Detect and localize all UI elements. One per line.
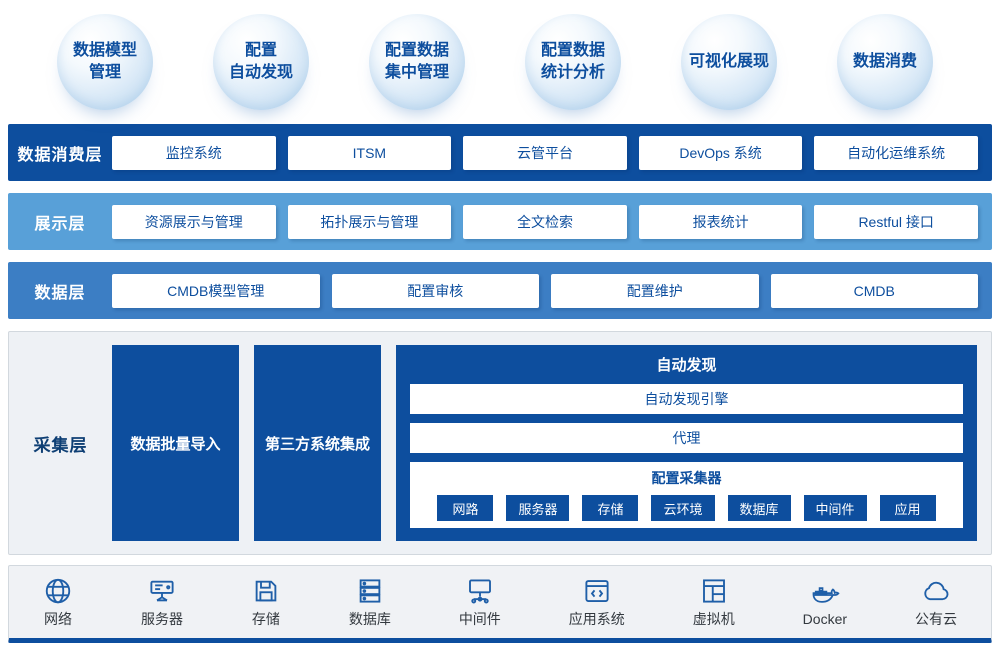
display-items: 资源展示与管理 拓扑展示与管理 全文检索 报表统计 Restful 接口 (112, 204, 992, 239)
infra-label: 服务器 (140, 610, 183, 627)
infra-item-vm: 虚拟机 (693, 576, 735, 629)
item-fulltext-search: 全文检索 (463, 204, 627, 239)
layer-label-consumption: 数据消费层 (17, 146, 103, 164)
infra-label: 数据库 (348, 610, 391, 627)
infra-item-middleware: 中间件 (459, 576, 501, 629)
auto-discovery-engine-bar: 自动发现引擎 (410, 384, 963, 414)
bubble-label: 数据消费 (852, 53, 917, 71)
infra-label: 虚拟机 (692, 610, 735, 627)
bubble-config-data-statistics: 配置数据 统计分析 (525, 14, 621, 110)
collector-network: 网路 (437, 495, 494, 521)
layer-data: 数据层 CMDB模型管理 配置审核 配置维护 CMDB (8, 262, 992, 319)
auto-discovery-title: 自动发现 (656, 357, 717, 374)
layer-display: 展示层 资源展示与管理 拓扑展示与管理 全文检索 报表统计 Restful 接口 (8, 193, 992, 250)
collector-middleware: 中间件 (803, 495, 867, 521)
bubble-label: 可视化展现 (688, 53, 769, 71)
item-monitoring-system: 监控系统 (112, 135, 276, 170)
collector-database: 数据库 (727, 495, 791, 521)
storage-icon (251, 576, 281, 606)
item-resource-display-management: 资源展示与管理 (112, 204, 276, 239)
infra-item-public-cloud: 公有云 (915, 576, 957, 629)
consumption-items: 监控系统 ITSM 云管平台 DevOps 系统 自动化运维系统 (112, 135, 992, 170)
auto-discovery-panel: 自动发现 自动发现引擎 代理 配置采集器 网路 服务器 存储 云环境 数据库 中… (396, 345, 977, 541)
infra-item-docker: Docker (803, 578, 847, 627)
item-topology-display-management: 拓扑展示与管理 (287, 204, 452, 239)
item-cmdb-model-management: CMDB模型管理 (112, 273, 320, 308)
collector-storage: 存储 (582, 495, 639, 521)
collector-server: 服务器 (506, 495, 570, 521)
bubble-config-data-central-management: 配置数据 集中管理 (369, 14, 465, 110)
infra-label: 应用系统 (568, 610, 625, 627)
bubble-label: 自动发现 (228, 64, 293, 81)
docker-icon (810, 578, 840, 608)
config-collector-panel: 配置采集器 网路 服务器 存储 云环境 数据库 中间件 应用 (410, 462, 963, 528)
item-restful-api: Restful 接口 (814, 204, 978, 239)
bubble-data-model-management: 数据模型 管理 (57, 14, 153, 110)
database-icon (355, 576, 385, 606)
item-devops-system: DevOps 系统 (638, 135, 803, 170)
config-collector-title: 配置采集器 (651, 470, 722, 486)
bubble-config-auto-discovery: 配置 自动发现 (213, 14, 309, 110)
bubble-label: 集中管理 (384, 64, 449, 81)
item-itsm: ITSM (287, 135, 452, 170)
bubble-label: 配置数据 (384, 42, 449, 60)
infra-label: 公有云 (914, 610, 957, 627)
bubble-label: 数据模型 (72, 42, 137, 60)
collection-content: 数据批量导入 第三方系统集成 自动发现 自动发现引擎 代理 配置采集器 网路 服… (112, 345, 991, 541)
item-config-audit: 配置审核 (331, 273, 539, 308)
vm-icon (699, 576, 729, 606)
layer-label-display: 展示层 (34, 215, 86, 233)
infrastructure-bar: 网络 服务器 (8, 565, 992, 643)
item-cmdb: CMDB (770, 273, 978, 308)
infra-item-app-system: 应用系统 (569, 576, 625, 629)
capability-bubbles: 数据模型 管理 配置 自动发现 配置数据 集中管理 配置数据 统计分析 可视化展… (0, 0, 1000, 112)
data-items: CMDB模型管理 配置审核 配置维护 CMDB (112, 273, 992, 308)
bubble-label: 管理 (88, 64, 121, 81)
layer-label-data: 数据层 (34, 284, 86, 302)
agent-bar: 代理 (410, 423, 963, 453)
bubble-label: 统计分析 (540, 64, 605, 81)
config-collector-items: 网路 服务器 存储 云环境 数据库 中间件 应用 (437, 495, 936, 521)
item-config-maintenance: 配置维护 (551, 273, 759, 308)
collector-application: 应用 (879, 495, 936, 521)
infra-item-network: 网络 (43, 576, 73, 629)
bubble-visualization: 可视化展现 (681, 14, 777, 110)
item-report-statistics: 报表统计 (638, 204, 803, 239)
infra-label: Docker (802, 610, 848, 627)
layer-label-collection: 采集层 (33, 435, 88, 455)
app-system-icon (582, 576, 612, 606)
batch-import-box: 数据批量导入 (112, 345, 239, 541)
third-party-integration-box: 第三方系统集成 (254, 345, 381, 541)
network-icon (43, 576, 73, 606)
layer-data-consumption: 数据消费层 监控系统 ITSM 云管平台 DevOps 系统 自动化运维系统 (8, 124, 992, 181)
middleware-icon (465, 576, 495, 606)
infra-item-database: 数据库 (349, 576, 391, 629)
public-cloud-icon (921, 576, 951, 606)
item-cloud-management-platform: 云管平台 (463, 135, 627, 170)
collector-cloud-env: 云环境 (651, 495, 715, 521)
infra-label: 网络 (44, 610, 72, 627)
bubble-label: 配置 (244, 42, 277, 60)
infra-item-server: 服务器 (141, 576, 183, 629)
bubble-data-consumption: 数据消费 (837, 14, 933, 110)
infra-label: 中间件 (458, 610, 501, 627)
infra-label: 存储 (251, 610, 280, 627)
bubble-label: 配置数据 (540, 42, 605, 60)
server-icon (147, 576, 177, 606)
infra-item-storage: 存储 (251, 576, 281, 629)
item-automated-ops-system: 自动化运维系统 (814, 135, 978, 170)
layer-collection: 采集层 数据批量导入 第三方系统集成 自动发现 自动发现引擎 代理 配置采集器 … (8, 331, 992, 555)
